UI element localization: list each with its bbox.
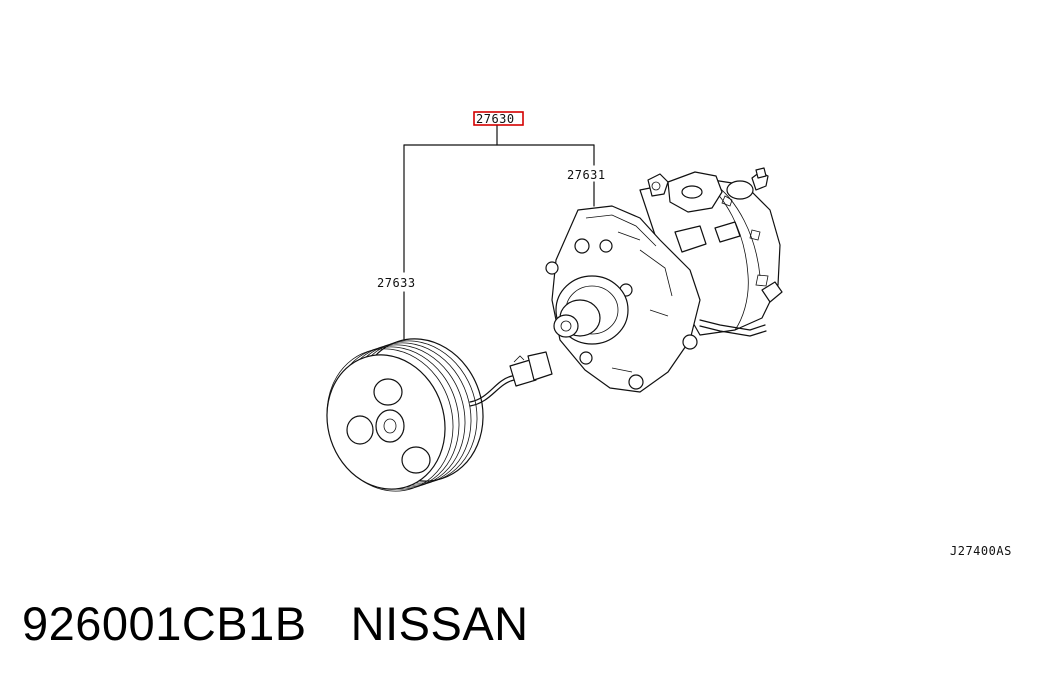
callout-assembly-label: 27630 — [476, 112, 515, 126]
callout-assembly[interactable]: 27630 — [473, 111, 524, 126]
caption: 926001CB1B NISSAN — [22, 596, 529, 651]
brand-name: NISSAN — [350, 597, 529, 650]
callout-clutch-label: 27633 — [377, 276, 416, 290]
callout-clutch[interactable]: 27633 — [377, 276, 416, 290]
callout-compressor-label: 27631 — [567, 168, 606, 182]
compressor-illustration[interactable] — [545, 167, 783, 393]
callout-compressor[interactable]: 27631 — [567, 168, 606, 182]
clutch-pulley-illustration[interactable] — [309, 322, 553, 507]
diagram-code: J27400AS — [950, 544, 1012, 558]
part-number: 926001CB1B — [22, 597, 307, 650]
callout-bracket — [403, 125, 595, 341]
callout-highlight-box — [473, 111, 524, 126]
